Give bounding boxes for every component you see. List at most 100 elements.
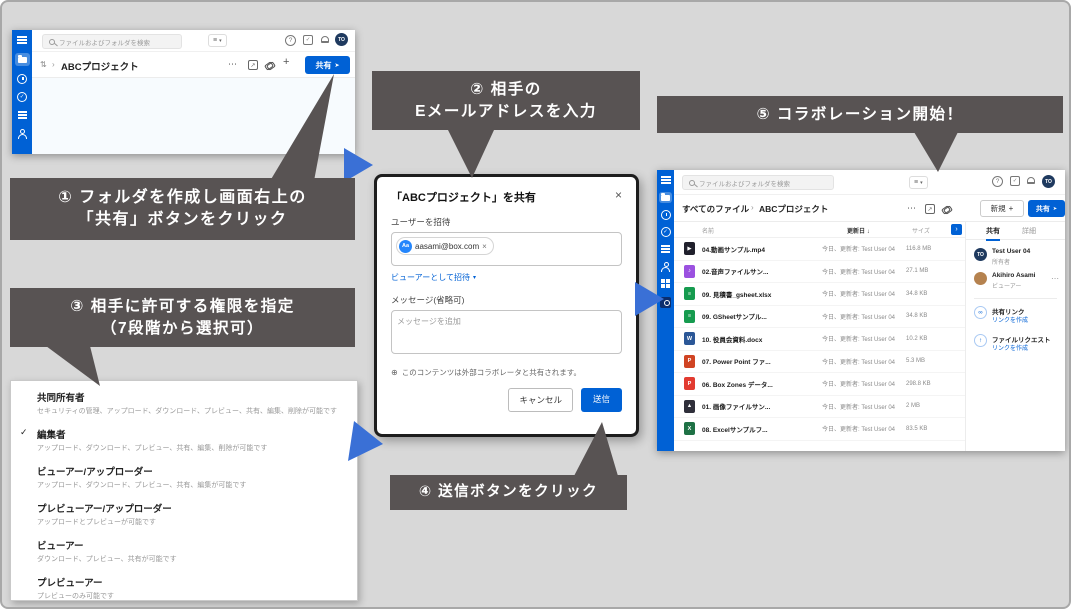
permission-option-viewer-uploader[interactable]: ビューアー/アップローダー アップロード、ダウンロード、プレビュー、共有、編集が… — [37, 464, 349, 490]
permission-option-previewer-uploader[interactable]: プレビューアー/アップローダー アップロードとプレビューが可能です — [37, 501, 349, 527]
search-filter-dropdown[interactable]: ≡ ▾ — [208, 34, 227, 47]
more-options-icon[interactable]: ⋯ — [228, 59, 237, 69]
nav-sidebar: ✓ — [12, 30, 32, 154]
sidebar-item-files[interactable] — [14, 53, 30, 66]
share-button[interactable]: 共有 ➤ — [1028, 200, 1065, 217]
caret-down-icon: ▾ — [920, 179, 923, 186]
search-input[interactable]: ファイルおよびフォルダを検索 — [682, 175, 834, 190]
search-input[interactable]: ファイルおよびフォルダを検索 — [42, 34, 182, 49]
collaborator-avatar — [974, 272, 987, 285]
feed-icon[interactable] — [17, 114, 27, 116]
column-updated[interactable]: 更新日 ↓ — [847, 226, 870, 235]
cancel-button[interactable]: キャンセル — [508, 388, 573, 412]
image-file-icon: ▲ — [684, 399, 695, 413]
contacts-icon[interactable] — [17, 128, 27, 139]
send-button[interactable]: 送信 — [580, 388, 622, 412]
collaborator-more-icon[interactable]: ⋯ — [1051, 274, 1059, 283]
caret-down-icon[interactable]: ▾ — [472, 275, 476, 281]
invite-users-input[interactable]: Aa aasami@box.com × — [391, 232, 622, 266]
user-avatar[interactable]: TO — [1042, 175, 1055, 188]
permission-name: ビューアー — [37, 541, 84, 552]
close-icon[interactable]: × — [614, 188, 622, 202]
chip-remove-icon[interactable]: × — [482, 241, 487, 251]
email-chip[interactable]: Aa aasami@box.com × — [396, 237, 494, 255]
permission-option-editor[interactable]: ✓ 編集者 アップロード、ダウンロード、プレビュー、共有、編集、削除が可能です — [20, 427, 349, 453]
column-size[interactable]: サイズ — [912, 229, 930, 235]
panel-divider — [974, 298, 1057, 299]
panel-tabs: 共有 詳細 — [966, 222, 1065, 241]
empty-folder-area — [32, 78, 355, 154]
tasks-check-icon[interactable]: ✓ — [1010, 176, 1020, 186]
contacts-icon[interactable] — [661, 261, 670, 272]
breadcrumb-folder-name[interactable]: ABCプロジェクト — [759, 204, 829, 214]
file-name: 07. Power Point ファ... — [702, 359, 771, 367]
apps-grid-icon[interactable] — [661, 278, 670, 288]
tab-share[interactable]: 共有 — [986, 226, 1000, 241]
breadcrumb-folder-name[interactable]: ABCプロジェクト — [61, 62, 139, 73]
add-icon[interactable]: + — [283, 56, 290, 68]
file-request-icon: ↑ — [974, 334, 987, 347]
share-panel: 共有 詳細 TO Test User 04 所有者 Akihiro Asami … — [965, 222, 1065, 451]
permission-option-viewer[interactable]: ビューアー ダウンロード、プレビュー、共有が可能です — [37, 538, 349, 564]
help-icon[interactable]: ? — [285, 35, 296, 46]
relay-icon[interactable] — [660, 296, 671, 308]
grid-view-icon[interactable] — [936, 225, 945, 234]
message-input[interactable] — [391, 310, 622, 354]
filter-icon: ≡ — [914, 179, 919, 186]
invite-permission-link[interactable]: ビューアーとして招待 — [391, 273, 470, 282]
folder-toolbar: すべてのファイル › ABCプロジェクト ⋯ ↗ 新規 + 共有 ➤ — [674, 195, 1065, 222]
file-size: 2 MB — [906, 403, 921, 410]
collapse-panel-icon[interactable]: › — [951, 224, 962, 235]
breadcrumb-root-icon[interactable]: ⇅ — [40, 60, 47, 69]
folder-toolbar: ⇅ › ABCプロジェクト ⋯ ↗ + 共有 ➤ — [32, 52, 355, 78]
link-icon[interactable] — [942, 206, 952, 212]
tab-details[interactable]: 詳細 — [1022, 228, 1036, 235]
bell-icon[interactable] — [1027, 177, 1035, 184]
column-name[interactable]: 名前 — [702, 229, 715, 235]
file-request-create-link[interactable]: リンクを作成 — [992, 346, 1029, 352]
file-name: 08. Excelサンプルフ... — [702, 426, 768, 434]
permission-option-co-owner[interactable]: 共同所有者 セキュリティの管理、アップロード、ダウンロード、プレビュー、共有、編… — [37, 390, 349, 416]
bell-icon[interactable] — [321, 36, 329, 43]
permission-desc: アップロードとプレビューが可能です — [37, 519, 156, 526]
more-options-icon[interactable]: ⋯ — [907, 203, 916, 213]
menu-icon[interactable] — [660, 179, 671, 181]
menu-icon[interactable] — [17, 39, 27, 41]
tasks-check-icon[interactable]: ✓ — [303, 35, 313, 45]
user-avatar[interactable]: TO — [335, 33, 348, 46]
shared-link-label: 共有リンク — [992, 309, 1025, 316]
help-icon[interactable]: ? — [992, 176, 1003, 187]
recents-icon[interactable] — [17, 74, 27, 84]
permission-option-previewer[interactable]: プレビューアー プレビューのみ可能です — [37, 575, 349, 600]
shared-link-create-link[interactable]: リンクを作成 — [992, 318, 1029, 324]
breadcrumb-all-files[interactable]: すべてのファイル — [682, 204, 750, 214]
tasks-icon[interactable]: ✓ — [660, 227, 671, 237]
sidebar-item-files[interactable] — [659, 192, 672, 203]
word-file-icon: W — [684, 332, 695, 346]
link-icon[interactable] — [265, 62, 275, 68]
filter-icon: ≡ — [213, 37, 218, 44]
feed-icon[interactable] — [661, 248, 670, 250]
open-in-icon[interactable]: ↗ — [248, 60, 258, 70]
video-file-icon: ▶ — [684, 242, 695, 256]
new-button[interactable]: 新規 + — [980, 200, 1024, 217]
open-in-icon[interactable]: ↗ — [925, 204, 935, 214]
recents-icon[interactable] — [660, 210, 671, 220]
dialog-title: 「ABCプロジェクト」を共有 — [391, 192, 536, 204]
share-button[interactable]: 共有 ➤ — [305, 56, 350, 74]
callout-step5: ⑤ コラボレーション開始！ — [657, 96, 1063, 133]
tasks-icon[interactable]: ✓ — [17, 92, 27, 102]
search-filter-dropdown[interactable]: ≡ ▾ — [909, 176, 928, 189]
collaborator-name: Akihiro Asami — [992, 272, 1036, 279]
permission-name: ビューアー/アップローダー — [37, 467, 153, 478]
check-icon: ✓ — [20, 427, 28, 437]
